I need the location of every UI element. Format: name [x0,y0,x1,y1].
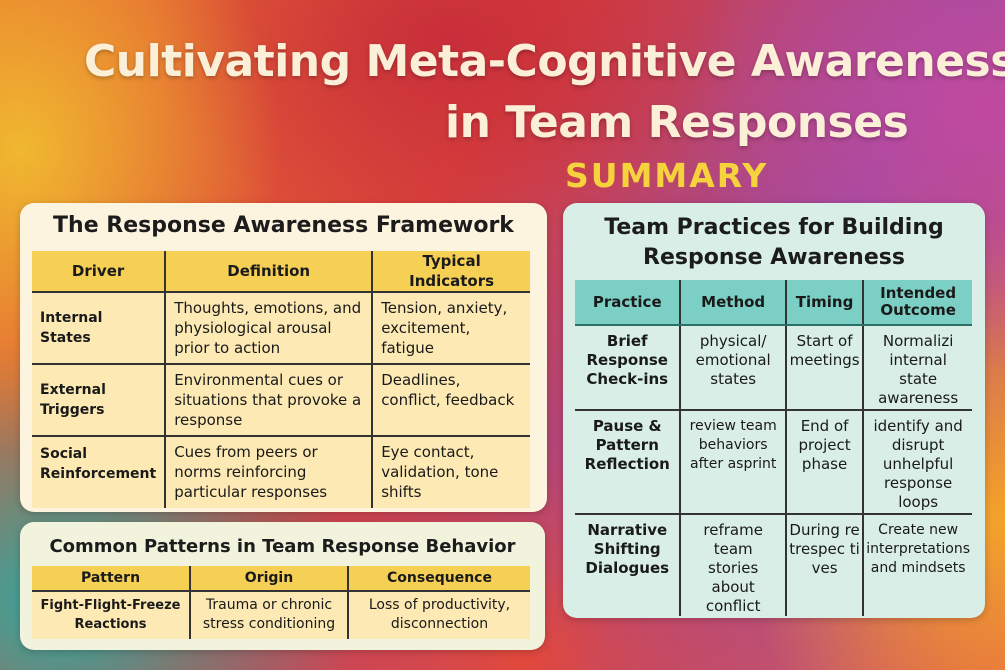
cell: Environmental cues or situations that pr… [164,363,373,436]
cell: Thoughts, emotions, and physiological ar… [164,291,373,364]
summary-heading: SUMMARY [565,156,769,195]
cell: Loss of productivity, disconnection [347,590,530,639]
cell: Trauma or chronic stress conditioning [189,590,348,639]
patterns-title: Common Patterns in Team Response Behavio… [49,536,516,557]
cell: Deadlines, conflict, feedback [371,363,530,436]
cell: During retrespec tives [784,513,864,616]
cell: Normalizi internal state awareness [862,324,972,410]
header-origin: Origin [189,566,348,592]
header-indicators: Typical Indicators [371,251,530,293]
header-practice: Practice [575,280,681,326]
title-line-2: in Team Responses [445,97,909,148]
practices-title-line-1: Team Practices for Building [604,215,944,240]
header-method: Method [679,280,786,326]
cell: Start of meetings [784,324,864,410]
cell: Social Reinforcement [32,435,166,508]
patterns-panel: Common Patterns in Team Response Behavio… [20,522,545,650]
practices-title: Team Practices for Building Response Awa… [563,213,985,273]
cell: Pause & Pattern Reflection [575,409,681,514]
cell: Internal States [32,291,166,364]
header-consequence: Consequence [347,566,530,592]
cell: reframe team stories about conflict [679,513,786,616]
cell: Eye contact, validation, tone shifts [371,435,530,508]
cell: review team behaviors after asprint [679,409,786,514]
header-timing: Timing [784,280,864,326]
header-driver: Driver [32,251,166,293]
header-outcome: Intended Outcome [862,280,972,326]
cell: physical/ emotional states [679,324,786,410]
cell: Tension, anxiety, excitement, fatigue [371,291,530,364]
practices-title-line-2: Response Awareness [643,245,905,270]
cell: Fight-Flight-Freeze Reactions [32,590,190,639]
title-line-1: Cultivating Meta-Cognitive Awareness [84,36,1005,87]
cell: External Triggers [32,363,166,436]
cell: Narrative Shifting Dialogues [575,513,681,616]
cell: Cues from peers or norms reinforcing par… [164,435,373,508]
cell: End of project phase [784,409,864,514]
cell: identify and disrupt unhelpful response … [862,409,972,514]
framework-title: The Response Awareness Framework [53,213,514,238]
practices-panel: Team Practices for Building Response Awa… [563,203,985,618]
header-definition: Definition [164,251,373,293]
header-pattern: Pattern [32,566,190,592]
cell: Create new interpretations and mindsets [862,513,972,616]
cell: Brief Response Check-ins [575,324,681,410]
